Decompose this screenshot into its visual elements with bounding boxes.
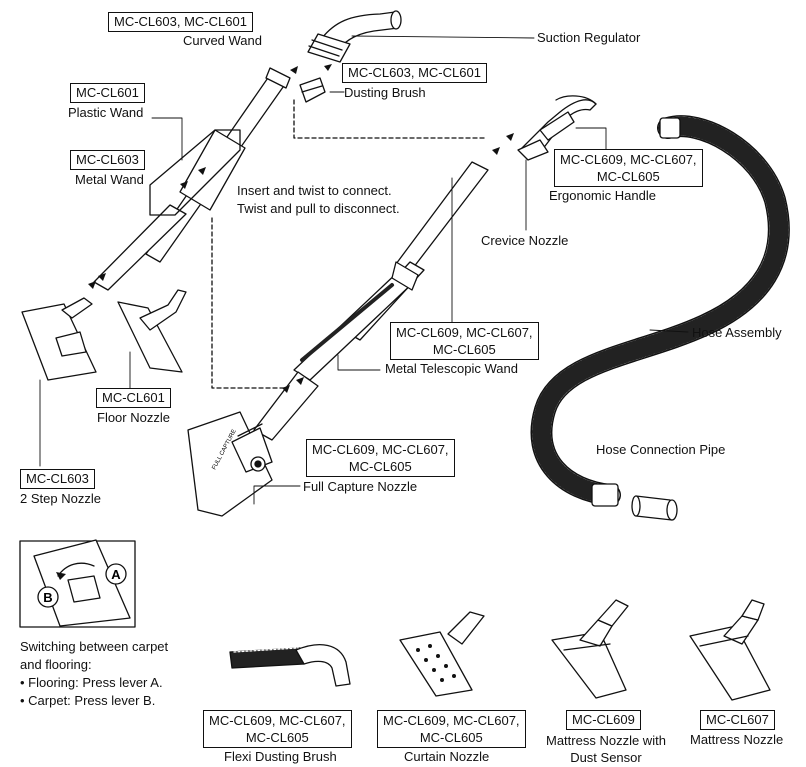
model-box-plastic-wand: MC-CL601	[70, 83, 145, 103]
label-crevice-nozzle: Crevice Nozzle	[481, 233, 569, 248]
model-box-full-capture: MC-CL609, MC-CL607, MC-CL605	[306, 439, 455, 477]
lever-inset	[19, 539, 136, 628]
model-text: MC-CL605	[245, 730, 309, 745]
model-box-ergonomic-handle: MC-CL609, MC-CL607, MC-CL605	[554, 149, 703, 187]
dashed-connectors	[211, 99, 487, 389]
curtain-nozzle	[399, 611, 485, 697]
label-ergonomic-handle: Ergonomic Handle	[549, 188, 656, 203]
switching-line-3: • Flooring: Press lever A.	[20, 675, 163, 690]
hose-connection-pipe	[631, 495, 678, 521]
label-hose-connection-pipe: Hose Connection Pipe	[596, 442, 726, 457]
label-mattress-nozzle: Mattress Nozzle	[690, 732, 784, 747]
model-box-flexi: MC-CL609, MC-CL607, MC-CL605	[203, 710, 352, 748]
twist-arrows	[88, 64, 514, 393]
lever-a-label: A	[111, 567, 121, 582]
switching-line-2: and flooring:	[20, 657, 92, 672]
floor-nozzle	[117, 289, 187, 373]
label-metal-wand: Metal Wand	[75, 172, 144, 187]
model-box-telescopic-wand: MC-CL609, MC-CL607, MC-CL605	[390, 322, 539, 360]
label-full-capture-nozzle: Full Capture Nozzle	[303, 479, 418, 494]
label-suction-regulator: Suction Regulator	[537, 30, 641, 45]
mattress-sensor-line-2: Dust Sensor	[570, 750, 642, 765]
model-text: MC-CL605	[419, 730, 483, 745]
model-text: MC-CL609, MC-CL607,	[560, 152, 697, 167]
switching-line-4: • Carpet: Press lever B.	[20, 693, 156, 708]
lever-b-label: B	[43, 590, 52, 605]
model-text: MC-CL609, MC-CL607,	[209, 713, 346, 728]
model-box-mattress: MC-CL607	[700, 710, 775, 730]
label-two-step-nozzle: 2 Step Nozzle	[20, 491, 101, 506]
model-text: MC-CL605	[432, 342, 496, 357]
switching-instructions: Switching between carpet and flooring: •…	[20, 638, 168, 710]
mattress-sensor-nozzle	[551, 599, 629, 699]
hose-assembly	[530, 115, 790, 507]
label-mattress-sensor: Mattress Nozzle with Dust Sensor	[546, 732, 666, 766]
switching-line-1: Switching between carpet	[20, 639, 169, 654]
insert-instructions: Insert and twist to connect. Twist and p…	[237, 182, 400, 218]
crevice-nozzle	[517, 139, 549, 161]
mattress-nozzle	[689, 599, 771, 701]
model-box-dusting-brush: MC-CL603, MC-CL601	[342, 63, 487, 83]
model-box-curtain: MC-CL609, MC-CL607, MC-CL605	[377, 710, 526, 748]
model-text: MC-CL609, MC-CL607,	[312, 442, 449, 457]
leader-lines	[39, 35, 689, 505]
telescopic-wand	[253, 161, 489, 441]
plastic-wand	[145, 67, 291, 263]
label-hose-assembly: Hose Assembly	[692, 325, 782, 340]
two-step-nozzle	[21, 297, 97, 381]
label-curved-wand: Curved Wand	[183, 33, 262, 48]
full-capture-nozzle	[187, 411, 273, 517]
model-text: MC-CL605	[348, 459, 412, 474]
label-plastic-wand: Plastic Wand	[68, 105, 144, 120]
insert-line-2: Twist and pull to disconnect.	[237, 201, 400, 216]
metal-wand	[93, 129, 241, 291]
label-floor-nozzle: Floor Nozzle	[97, 410, 170, 425]
model-box-metal-wand: MC-CL603	[70, 150, 145, 170]
label-dusting-brush: Dusting Brush	[344, 85, 426, 100]
flexi-dusting-brush	[229, 644, 351, 687]
model-box-mattress-sensor: MC-CL609	[566, 710, 641, 730]
model-box-curved-wand: MC-CL603, MC-CL601	[108, 12, 253, 32]
model-box-two-step: MC-CL603	[20, 469, 95, 489]
label-curtain-nozzle: Curtain Nozzle	[404, 749, 490, 764]
label-metal-telescopic-wand: Metal Telescopic Wand	[385, 361, 518, 376]
curved-wand	[307, 10, 402, 63]
mattress-sensor-line-1: Mattress Nozzle with	[546, 733, 666, 748]
model-text: MC-CL609, MC-CL607,	[396, 325, 533, 340]
model-text: MC-CL609, MC-CL607,	[383, 713, 520, 728]
insert-line-1: Insert and twist to connect.	[237, 183, 392, 198]
label-flexi-dusting-brush: Flexi Dusting Brush	[224, 749, 337, 764]
model-box-floor-nozzle: MC-CL601	[96, 388, 171, 408]
dusting-brush	[299, 77, 326, 103]
model-text: MC-CL605	[596, 169, 660, 184]
